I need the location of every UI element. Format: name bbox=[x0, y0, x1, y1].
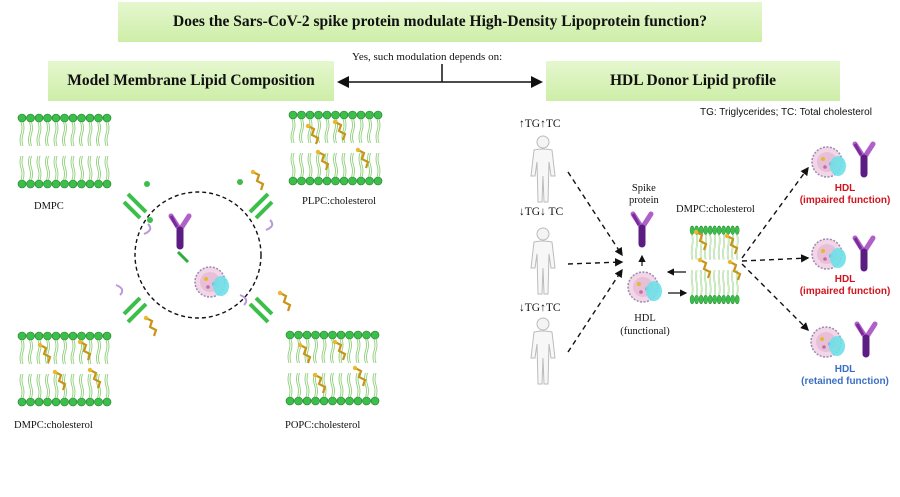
binding-arrow bbox=[176, 250, 190, 264]
label-plpc-chol: PLPC:cholesterol bbox=[302, 196, 377, 207]
cholesterol-icon bbox=[696, 256, 712, 280]
arrow-donor-2 bbox=[567, 258, 624, 267]
center-membrane-label: DMPC:cholesterol bbox=[676, 204, 755, 215]
donor-1-figure bbox=[530, 135, 556, 203]
cholesterol-icon bbox=[723, 232, 739, 256]
subtitle: Yes, such modulation depends on: bbox=[352, 51, 503, 63]
donor-3-figure bbox=[530, 317, 556, 385]
arrow-outcome-1 bbox=[741, 166, 809, 259]
outcome-3-line1: HDL bbox=[834, 364, 856, 375]
spike-label-line2: protein bbox=[629, 195, 659, 206]
label-dmpc: DMPC bbox=[34, 201, 64, 212]
spike-label: Spike protein bbox=[629, 183, 659, 207]
arrow-donor-1 bbox=[567, 171, 623, 257]
membrane-dmpc-chol bbox=[17, 331, 112, 407]
page-title: Does the Sars-CoV-2 spike protein modula… bbox=[118, 2, 762, 42]
arrow-outcome-2 bbox=[741, 254, 810, 263]
donor-2-label: ↓TG↓ TC bbox=[519, 206, 564, 218]
label-popc-chol: POPC:cholesterol bbox=[285, 420, 361, 431]
outcome-2-line2: (impaired function) bbox=[799, 286, 891, 297]
outcome-1-spike-icon bbox=[855, 144, 873, 174]
hdl-label-line1: HDL bbox=[634, 313, 656, 324]
membrane-popc-chol bbox=[285, 330, 380, 406]
legend-note: TG: Triglycerides; TC: Total cholesterol bbox=[700, 107, 872, 118]
label-dmpc-chol: DMPC:cholesterol bbox=[14, 420, 93, 431]
hdl-label-line2: (functional) bbox=[620, 326, 670, 337]
outcome-2-spike-icon bbox=[855, 238, 873, 268]
donor-3-label: ↓TG↑TC bbox=[519, 302, 561, 314]
outcome-2-label: HDL (impaired function) bbox=[790, 274, 900, 298]
outcome-1-line2: (impaired function) bbox=[799, 195, 891, 206]
spike-protein-icon bbox=[171, 216, 189, 246]
membrane-dmpc bbox=[17, 113, 112, 189]
spike-label-line1: Spike bbox=[631, 183, 656, 194]
floating-lipids bbox=[115, 168, 292, 338]
outcome-3-spike-icon bbox=[857, 324, 875, 354]
center-hdl-icon bbox=[627, 271, 663, 303]
donor-1-label: ↑TG↑TC bbox=[519, 118, 561, 130]
outcome-1-label: HDL (impaired function) bbox=[790, 183, 900, 207]
outcome-3-line2: (retained function) bbox=[801, 376, 889, 387]
right-heading: HDL Donor Lipid profile bbox=[546, 61, 840, 101]
outcome-1-line1: HDL bbox=[834, 183, 856, 194]
hdl-functional-label: HDL (functional) bbox=[615, 312, 675, 338]
outcome-2-line1: HDL bbox=[834, 274, 856, 285]
outcome-2-hdl-icon bbox=[811, 238, 847, 270]
interaction-circle bbox=[134, 191, 262, 319]
cholesterol-icon bbox=[726, 258, 742, 282]
arrow-outcome-3 bbox=[741, 263, 809, 331]
center-spike-icon bbox=[633, 214, 651, 244]
hdl-particle-icon bbox=[194, 266, 230, 298]
outcome-3-hdl-icon bbox=[810, 326, 846, 358]
left-heading: Model Membrane Lipid Composition bbox=[48, 61, 334, 101]
outcome-3-label: HDL (retained function) bbox=[790, 364, 900, 388]
outcome-1-hdl-icon bbox=[811, 146, 847, 178]
arrow-donor-3 bbox=[567, 268, 623, 353]
exchange-arrows bbox=[122, 192, 274, 324]
donor-2-figure bbox=[530, 227, 556, 295]
membrane-plpc-chol bbox=[288, 110, 383, 186]
